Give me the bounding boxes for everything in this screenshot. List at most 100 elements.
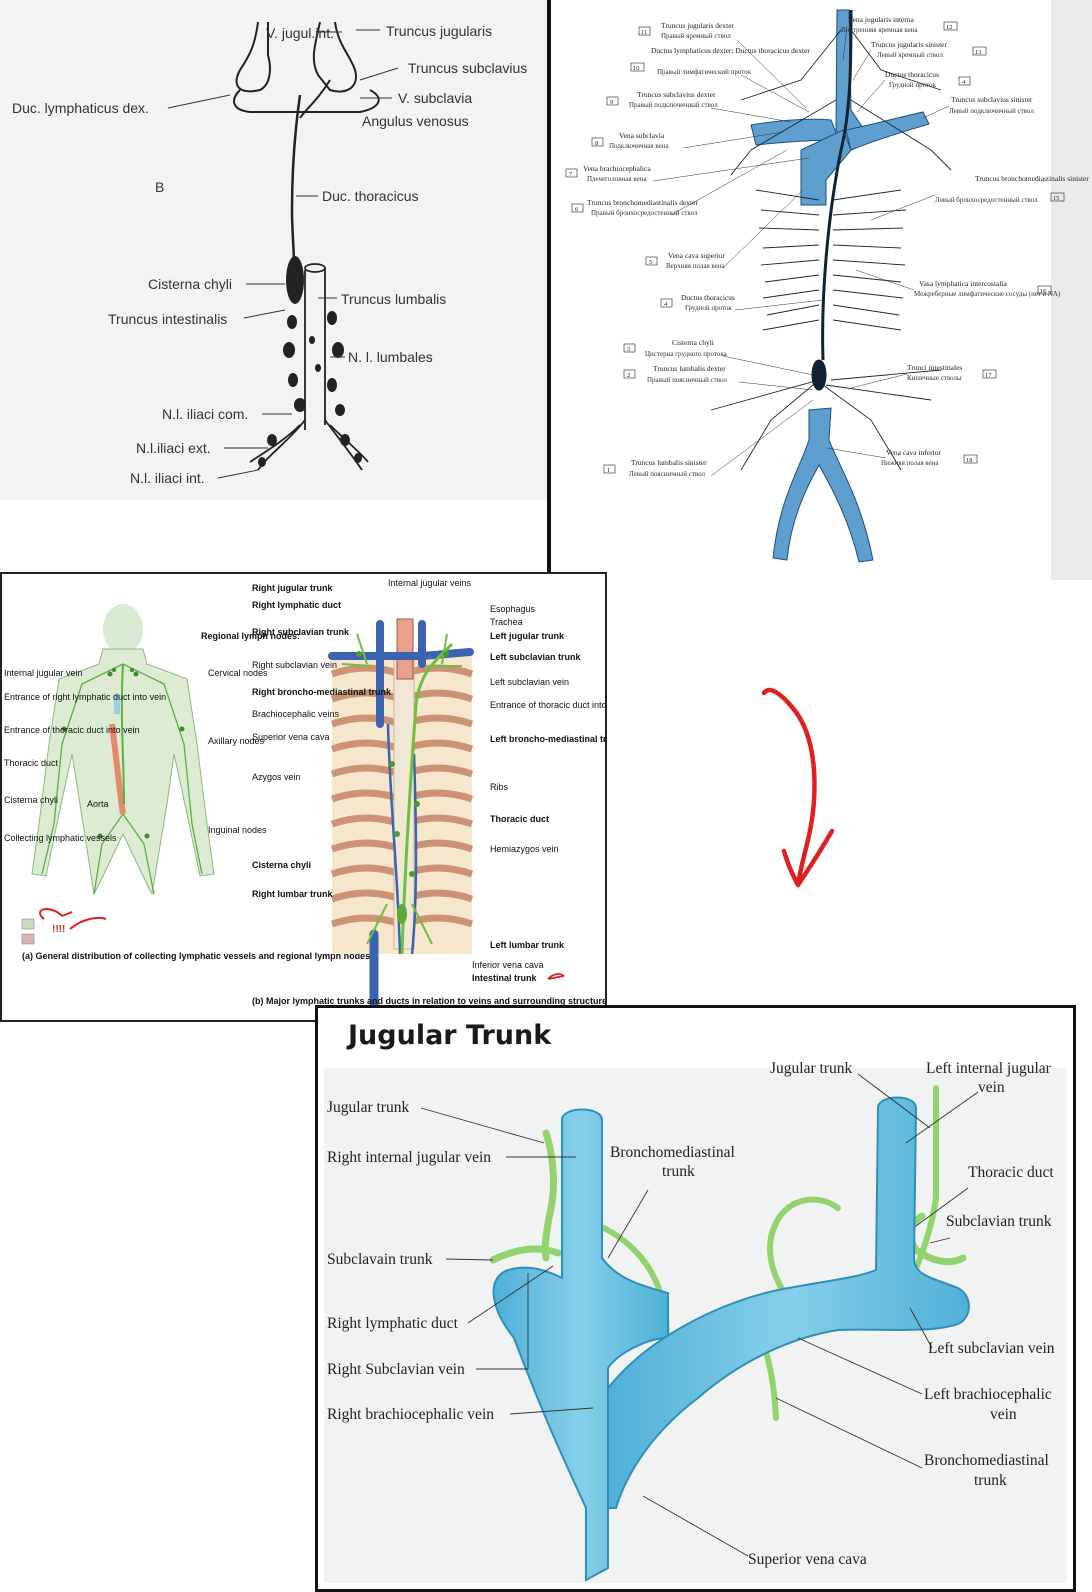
label-vena-subclavia: Vena subclavia bbox=[619, 131, 665, 140]
label-cisterna-chyli-right: Cisterna chyli bbox=[252, 860, 311, 870]
label-right-brachiocephalic-vein: Right brachiocephalic vein bbox=[327, 1406, 494, 1423]
svg-text:Правый поясничный ствол: Правый поясничный ствол bbox=[647, 376, 727, 384]
svg-text:Межреберные лимфатические сосу: Межреберные лимфатические сосуды (нет в … bbox=[914, 290, 1061, 298]
mediastinum-figure bbox=[328, 618, 474, 1019]
label-thoracic-duct: Thoracic duct bbox=[968, 1164, 1054, 1181]
label-left-jugular-trunk: Left jugular trunk bbox=[490, 631, 565, 641]
label-vasa-lymphatica-intercostalia: Vasa lymphatica intercostalia bbox=[919, 279, 1008, 288]
label-superior-vena-cava: Superior vena cava bbox=[748, 1551, 867, 1568]
label-v-jugul-int: V. jugul.int. bbox=[266, 25, 334, 41]
label-left-lumbar-trunk: Left lumbar trunk bbox=[490, 940, 565, 950]
svg-text:Плечеголовная вена: Плечеголовная вена bbox=[587, 175, 647, 183]
label-inguinal-nodes: Inguinal nodes bbox=[208, 825, 267, 835]
veins bbox=[492, 1096, 970, 1582]
label-right-broncho-trunk: Right broncho-mediastinal trunk bbox=[252, 687, 392, 697]
label-left-internal-jugular-1: Left internal jugular bbox=[926, 1060, 1052, 1077]
label-right-internal-jugular-vein: Right internal jugular vein bbox=[327, 1149, 491, 1166]
svg-text:Левый бронхосредостенный ствол: Левый бронхосредостенный ствол bbox=[935, 196, 1038, 204]
svg-text:Внутренняя яремная вена: Внутренняя яремная вена bbox=[841, 26, 919, 34]
label-right-jugular-trunk: Right jugular trunk bbox=[252, 583, 333, 593]
red-down-arrow-icon bbox=[761, 687, 835, 888]
label-ductus-thoracicus-right: Ductus thoracicus bbox=[885, 70, 939, 79]
label-subclavain-trunk: Subclavain trunk bbox=[327, 1251, 433, 1268]
label-right-lymphatic-duct: Right lymphatic duct bbox=[327, 1315, 459, 1332]
label-left-broncho-trunk: Left broncho-mediastinal trunk bbox=[490, 734, 605, 744]
label-internal-jugular-vein: Internal jugular vein bbox=[4, 668, 83, 678]
label-thoracic-duct-right: Thoracic duct bbox=[490, 814, 549, 824]
svg-text:Подключичная вена: Подключичная вена bbox=[609, 142, 669, 150]
label-truncus-broncho-dexter: Truncus bronchomediastinalis dexter bbox=[587, 198, 698, 207]
angulus-shape bbox=[299, 79, 331, 119]
panel-thoracic-duct-sketch: V. jugul.int. Truncus jugularis Truncus … bbox=[0, 0, 547, 500]
panel-divider bbox=[547, 0, 551, 572]
label-v-subclavia: V. subclavia bbox=[398, 90, 472, 106]
label-brachiocephalic-veins: Brachiocephalic veins bbox=[252, 709, 340, 719]
red-annotation-text: !!!! bbox=[52, 924, 65, 935]
atlas-leader-lines bbox=[652, 25, 950, 477]
label-jugular-trunk-right: Jugular trunk bbox=[770, 1060, 852, 1077]
label-collecting-vessels: Collecting lymphatic vessels bbox=[4, 833, 117, 843]
label-vena-jugularis-interna: Vena jugularis interna bbox=[848, 15, 914, 24]
label-jugular-trunk-left: Jugular trunk bbox=[327, 1099, 409, 1116]
textbook-diagram: Regional lymph nodes: Cervical nodes Axi… bbox=[4, 578, 605, 1019]
label-left-internal-jugular-2: vein bbox=[978, 1079, 1005, 1096]
atlas-diagram: 11 Truncus jugularis dexter Правый яремн… bbox=[565, 0, 1092, 580]
label-regional-lymph-nodes: Regional lymph nodes: bbox=[201, 631, 300, 641]
label-truncus-subclavius: Truncus subclavius bbox=[408, 60, 527, 76]
label-entrance-thoracic: Entrance of thoracic duct into vein bbox=[4, 725, 140, 735]
right-brachiocephalic-vein bbox=[492, 1108, 669, 1582]
svg-text:Левый подключичный ствол: Левый подключичный ствол bbox=[949, 107, 1034, 115]
label-right-lumbar-trunk: Right lumbar trunk bbox=[252, 889, 333, 899]
aorta-outline bbox=[304, 268, 326, 430]
label-truncus-jugularis: Truncus jugularis bbox=[386, 23, 492, 39]
svg-text:5: 5 bbox=[649, 259, 652, 266]
red-arrow-intestinal bbox=[547, 973, 565, 980]
svg-text:18: 18 bbox=[966, 457, 973, 464]
svg-text:Левый яремный ствол: Левый яремный ствол bbox=[877, 51, 943, 59]
label-ductus-lymphaticus-dexter: Ductus lymphaticus dexter; Ductus thorac… bbox=[651, 46, 810, 55]
leader-lines bbox=[420, 1073, 979, 1557]
label-truncus-subclavius-dexter: Truncus subclavius dexter bbox=[637, 90, 716, 99]
label-aorta: Aorta bbox=[87, 799, 109, 809]
label-truncus-lumbalis: Truncus lumbalis bbox=[341, 291, 446, 307]
caption-a: (a) General distribution of collecting l… bbox=[22, 951, 373, 961]
svg-text:9: 9 bbox=[610, 99, 613, 106]
label-right-subclavian-trunk: Right subclavian trunk bbox=[252, 627, 350, 637]
duc-thoracicus-path bbox=[290, 94, 302, 266]
legend-swatch-vein bbox=[21, 933, 35, 945]
label-bronchomediastinal-top-2: trunk bbox=[662, 1163, 695, 1180]
intercostal-lymphatics bbox=[710, 29, 952, 471]
label-cisterna-chyli: Cisterna chyli bbox=[148, 276, 232, 292]
lymph-nodes-group bbox=[258, 311, 362, 467]
label-angulus-venosus: Angulus venosus bbox=[362, 113, 469, 129]
svg-text:1: 1 bbox=[607, 467, 610, 474]
label-esophagus: Esophagus bbox=[490, 604, 536, 614]
jugular-trunk-diagram: Jugular Trunk Jugular trunk Right in bbox=[318, 1008, 1073, 1589]
svg-text:4: 4 bbox=[664, 301, 668, 308]
panel-lymphatic-trunks-textbook: Regional lymph nodes: Cervical nodes Axi… bbox=[0, 572, 607, 1022]
label-duc-thoracicus: Duc. thoracicus bbox=[322, 188, 418, 204]
svg-text:4: 4 bbox=[962, 79, 966, 86]
label-nl-iliaci-com: N.l. iliaci com. bbox=[162, 406, 248, 422]
svg-text:Верхняя полая вена: Верхняя полая вена bbox=[666, 262, 726, 270]
label-left-brachiocephalic-1: Left brachiocephalic bbox=[924, 1386, 1052, 1403]
left-brachiocephalic-vein bbox=[607, 1096, 970, 1509]
svg-text:Нижняя полая вена: Нижняя полая вена bbox=[881, 459, 939, 467]
v-jugul-int-left-shape bbox=[312, 21, 357, 93]
label-intestinal-trunk: Intestinal trunk bbox=[472, 973, 538, 983]
svg-text:10: 10 bbox=[633, 65, 640, 72]
svg-text:2: 2 bbox=[627, 372, 630, 379]
label-vena-cava-inferior: Vena cava inferior bbox=[886, 448, 941, 457]
svg-text:16: 16 bbox=[1040, 288, 1047, 295]
panel-atlas-lymph-trunks: 11 Truncus jugularis dexter Правый яремн… bbox=[551, 0, 1092, 580]
svg-text:17: 17 bbox=[985, 372, 992, 379]
svg-text:13: 13 bbox=[975, 49, 982, 56]
page-title: Jugular Trunk bbox=[346, 1020, 552, 1051]
label-truncus-lumbalis-sinister: Truncus lumbalis sinister bbox=[631, 458, 707, 467]
label-cisterna-chyli-atlas: Cisterna chyli bbox=[672, 338, 714, 347]
svg-text:3: 3 bbox=[627, 346, 630, 353]
label-hemiazygos-vein: Hemiazygos vein bbox=[490, 844, 559, 854]
label-nl-iliaci-ext: N.l.iliaci ext. bbox=[136, 440, 211, 456]
label-entrance-right-lymphatic: Entrance of right lymphatic duct into ve… bbox=[4, 692, 166, 702]
svg-text:7: 7 bbox=[569, 171, 573, 178]
